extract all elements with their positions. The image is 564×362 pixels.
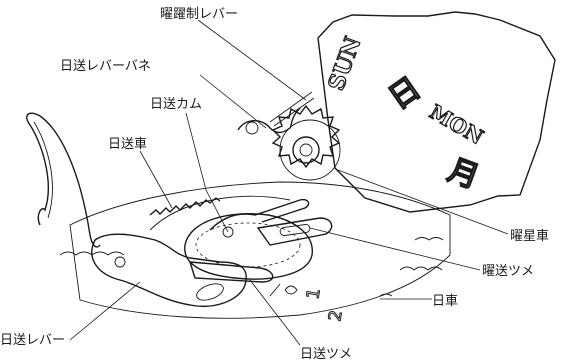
day-disc-center-ring xyxy=(279,119,341,181)
leader-day-star-wheel xyxy=(337,169,509,235)
label-date-cam: 日送カム xyxy=(150,97,202,112)
leader-day-pawl xyxy=(309,227,481,271)
date-wheel-drive-gear xyxy=(149,197,221,216)
date-lever-spring xyxy=(26,112,101,248)
label-date-disc: 日車 xyxy=(432,294,458,309)
leader-date-cam xyxy=(185,112,229,233)
date-disc-2: 2 xyxy=(325,309,347,323)
label-date-lever: 日送レバー xyxy=(0,333,65,348)
date-lever xyxy=(91,233,247,307)
day-lever-pivot xyxy=(245,121,259,135)
day-star-wheel-hole xyxy=(299,143,313,157)
day-pawl xyxy=(256,217,333,246)
date-disc-teeth xyxy=(59,237,444,271)
date-cam-pin xyxy=(222,226,234,238)
day-disc-sun-kanji: 日 xyxy=(383,71,428,117)
leader-date-lever xyxy=(69,281,141,341)
label-date-pawl: 日送ツメ xyxy=(300,347,352,362)
label-date-wheel-drive: 日送車 xyxy=(108,137,147,152)
day-star-wheel-hub xyxy=(292,136,320,164)
date-lever-slot xyxy=(196,283,224,301)
day-pawl-slot xyxy=(279,224,311,236)
day-star-wheel xyxy=(271,104,341,169)
label-day-pawl: 曜送ツメ xyxy=(482,264,534,279)
day-disc-mon-text: MON xyxy=(426,100,488,150)
date-cam-plate xyxy=(184,213,313,280)
date-lever-spring-inner xyxy=(33,121,53,219)
day-disc xyxy=(317,11,556,213)
leader-day-lever xyxy=(197,19,307,101)
day-disc-sun-text: SUN xyxy=(323,33,366,94)
date-disc-numeral-fragments xyxy=(269,283,393,297)
leader-date-pawl xyxy=(249,279,301,346)
date-cam-ring xyxy=(195,222,301,268)
date-pawl xyxy=(189,261,274,283)
date-wheel-drive-body xyxy=(149,195,291,231)
date-disc-1: 1 xyxy=(303,287,325,301)
leader-date-wheel-drive xyxy=(139,150,173,209)
day-lever-spring-wire xyxy=(269,91,315,127)
label-day-lever: 曜躍制レバー xyxy=(160,7,238,22)
leader-date-lever-spring xyxy=(199,74,267,129)
label-date-lever-spring: 日送レバーバネ xyxy=(60,59,151,74)
date-lever-pivot xyxy=(114,256,126,268)
date-cam-arm xyxy=(209,198,310,231)
date-disc xyxy=(69,181,451,319)
day-disc-mon-kanji: 月 xyxy=(443,153,483,196)
day-jumper-lever xyxy=(237,107,301,134)
label-day-star-wheel: 曜星車 xyxy=(510,229,549,244)
